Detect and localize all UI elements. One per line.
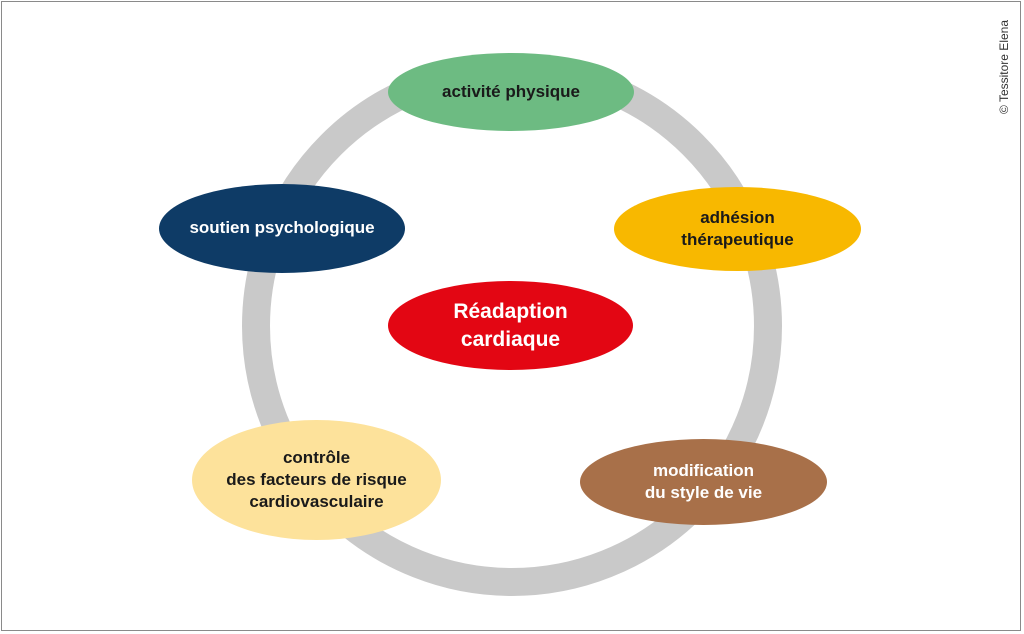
node-modification-style-de-vie-label: modification du style de vie xyxy=(644,460,763,502)
node-readaption-cardiaque-label: Réadaption cardiaque xyxy=(453,300,568,351)
node-adhesion-therapeutique: adhésion thérapeutique xyxy=(614,187,861,271)
node-controle-facteurs-risque: contrôle des facteurs de risque cardiova… xyxy=(192,420,441,540)
node-activite-physique: activité physique xyxy=(388,53,634,131)
node-controle-facteurs-risque-label: contrôle des facteurs de risque cardiova… xyxy=(226,447,407,512)
node-activite-physique-label: activité physique xyxy=(442,81,580,101)
node-adhesion-therapeutique-label: adhésion thérapeutique xyxy=(681,207,794,249)
copyright-credit: © Tessitore Elena xyxy=(997,19,1011,114)
node-soutien-psychologique: soutien psychologique xyxy=(159,184,405,273)
node-soutien-psychologique-label: soutien psychologique xyxy=(189,218,375,238)
node-readaption-cardiaque: Réadaption cardiaque xyxy=(388,281,633,370)
node-modification-style-de-vie: modification du style de vie xyxy=(580,439,827,525)
